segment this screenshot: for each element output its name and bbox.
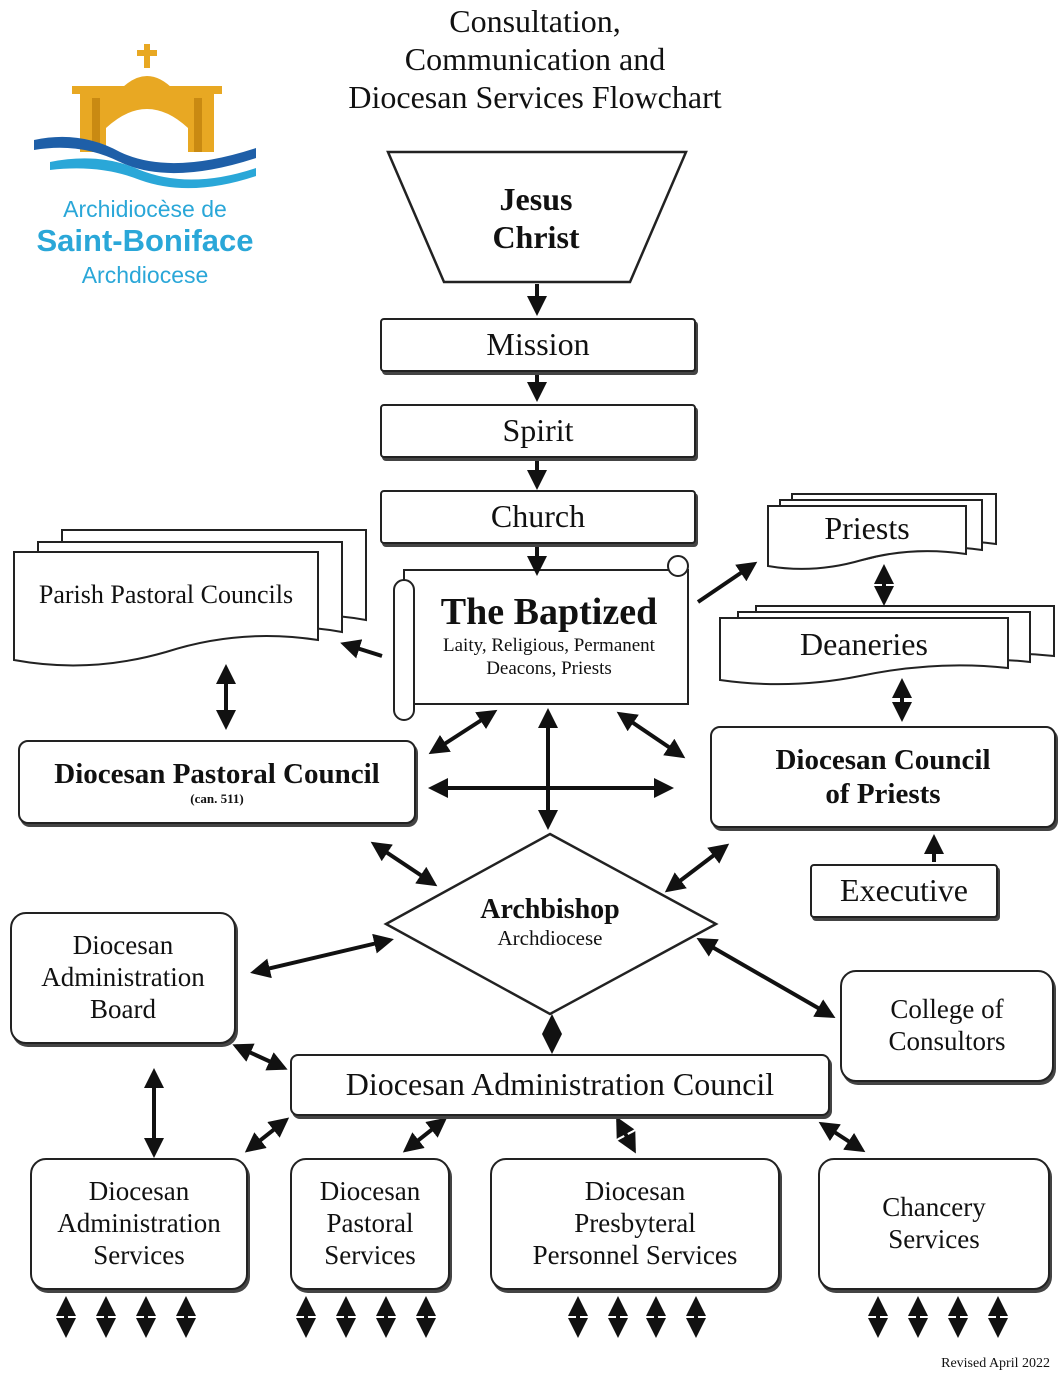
the-baptized-sub-2: Deacons, Priests [486,658,612,679]
mission-label: Mission [486,326,590,363]
arrow-baptized-priests [696,561,758,604]
arrow-pastoral-council-archbishop [370,841,438,887]
presbyteral-services-line-3: Personnel Services [532,1239,738,1270]
council-of-priests-line-1: Diocesan Council [775,743,991,776]
the-baptized-label: The Baptized Laity, Religious, Permanent… [414,590,684,680]
arrow-archbishop-consultors [696,938,836,1018]
cathedral-logo-icon [34,44,256,189]
diocesan-pastoral-council-title: Diocesan Pastoral Council [54,758,380,791]
arrow-admin-council-admin-services [244,1117,290,1153]
diocesan-pastoral-council-box: Diocesan Pastoral Council (can. 511) [18,740,416,824]
admin-services-line-1: Diocesan [88,1176,190,1207]
pastoral-services-line-3: Services [324,1239,416,1270]
spirit-label: Spirit [502,412,574,449]
presbyteral-services-line-1: Diocesan [584,1176,686,1207]
logo-line-2: Saint-Boniface [36,223,254,258]
executive-box: Executive [810,864,998,918]
archbishop-title: Archbishop [480,894,620,925]
admin-council-label: Diocesan Administration Council [345,1066,775,1103]
arrow-baptized-council-priests [616,711,686,759]
jesus-christ-line-2: Christ [492,219,580,255]
archbishop-sub: Archdiocese [497,926,603,950]
arrow-baptized-parish-councils [340,639,383,659]
diocesan-pastoral-council-sub: (can. 511) [190,791,244,807]
title-line-3: Diocesan Services Flowchart [348,79,722,115]
logo-line-3: Archdiocese [81,262,209,288]
chancery-services-line-2: Services [888,1224,980,1254]
arrow-council-priests-archbishop [664,843,730,893]
admin-board-line-3: Board [90,993,156,1024]
diocesan-administration-services-box: Diocesan Administration Services [30,1158,248,1290]
jesus-christ-shape [386,150,688,284]
archdiocese-logo: Archidiocèse de Saint-Boniface Archdioce… [20,40,280,300]
chancery-services-box: Chancery Services [818,1158,1050,1290]
diocesan-administration-board-box: Diocesan Administration Board [10,912,236,1044]
arrow-archbishop-admin-board [250,933,394,979]
service-arrows-row [56,1296,1008,1338]
admin-board-line-1: Diocesan [72,930,174,961]
priests-label: Priests [824,510,910,546]
arrow-admin-council-chancery [818,1121,866,1153]
priests-shape [767,493,997,570]
admin-services-line-3: Services [93,1239,185,1270]
arrow-admin-board-admin-council [232,1043,288,1071]
pastoral-services-line-2: Pastoral [326,1208,414,1239]
diocesan-pastoral-services-box: Diocesan Pastoral Services [290,1158,450,1290]
consultors-line-1: College of [890,994,1004,1025]
executive-label: Executive [840,872,968,909]
church-box: Church [380,490,696,544]
the-baptized-shape [393,555,689,721]
jesus-christ-line-1: Jesus [499,181,573,217]
admin-board-line-2: Administration [41,962,205,993]
deaneries-shape [719,605,1055,686]
title-line-2: Communication and [404,41,666,77]
arrow-admin-council-presbyteral-services [616,1116,636,1154]
spirit-box: Spirit [380,404,696,458]
the-baptized-sub-1: Laity, Religious, Permanent [443,635,655,656]
arrow-baptized-pastoral-council [428,709,498,755]
pastoral-services-line-1: Diocesan [319,1176,421,1207]
college-of-consultors-box: College of Consultors [840,970,1054,1082]
parish-pastoral-councils-shape [13,529,367,667]
church-label: Church [490,498,586,535]
arrow-admin-council-pastoral-services [402,1117,448,1153]
council-of-priests-line-2: of Priests [825,778,941,810]
diocesan-council-of-priests-box: Diocesan Council of Priests [710,726,1056,828]
mission-box: Mission [380,318,696,372]
presbyteral-services-line-2: Presbyteral [574,1208,696,1239]
logo-line-1: Archidiocèse de [63,196,227,222]
parish-pastoral-councils-label: Parish Pastoral Councils [38,580,294,609]
admin-services-line-2: Administration [57,1208,221,1239]
chancery-services-line-1: Chancery [882,1192,986,1223]
title-line-1: Consultation, [449,3,621,39]
diocesan-administration-council-box: Diocesan Administration Council [290,1054,830,1116]
diagram-title: Consultation, Communication and Diocesan… [300,2,770,116]
revised-date: Revised April 2022 [941,1356,1050,1371]
jesus-christ-label: Jesus Christ [436,180,636,256]
the-baptized-title: The Baptized [440,591,658,633]
diocesan-presbyteral-personnel-services-box: Diocesan Presbyteral Personnel Services [490,1158,780,1290]
consultors-line-2: Consultors [888,1026,1006,1056]
archbishop-label: Archbishop Archdiocese [440,894,660,950]
deaneries-label: Deaneries [800,626,928,662]
